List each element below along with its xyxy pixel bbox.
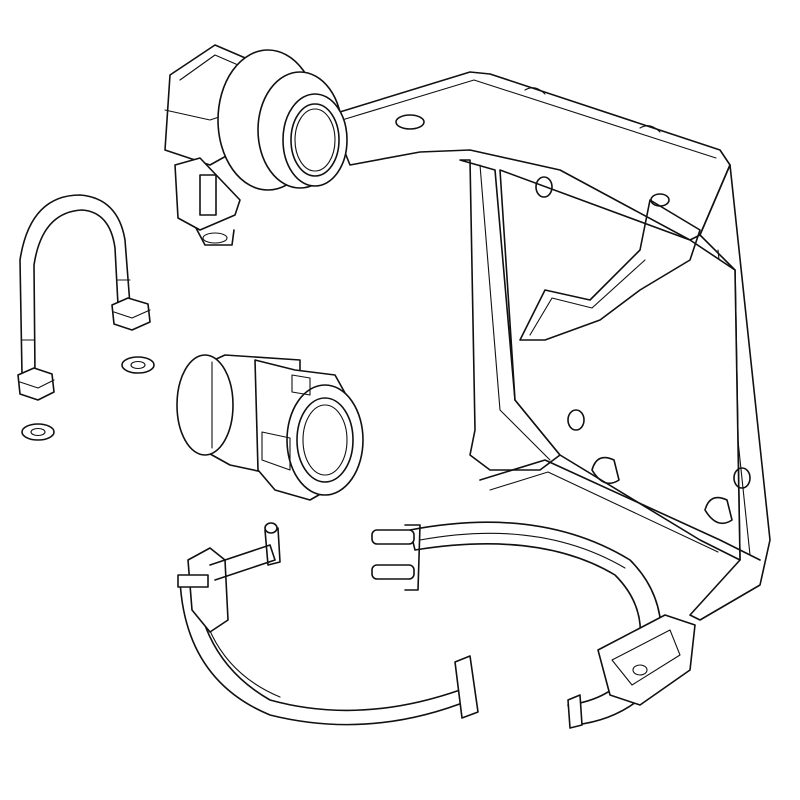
fitting-with-hex-nut	[164, 44, 348, 246]
band-clamp-left-half	[177, 522, 479, 726]
hex-nut	[17, 367, 55, 401]
u-bolt	[19, 194, 131, 376]
adapter-sleeve	[176, 354, 364, 501]
band-clamp-right-half	[371, 521, 696, 729]
hex-nut	[111, 297, 151, 331]
washer	[121, 356, 155, 374]
mounting-bracket-plate	[329, 71, 771, 621]
washer	[21, 423, 55, 441]
